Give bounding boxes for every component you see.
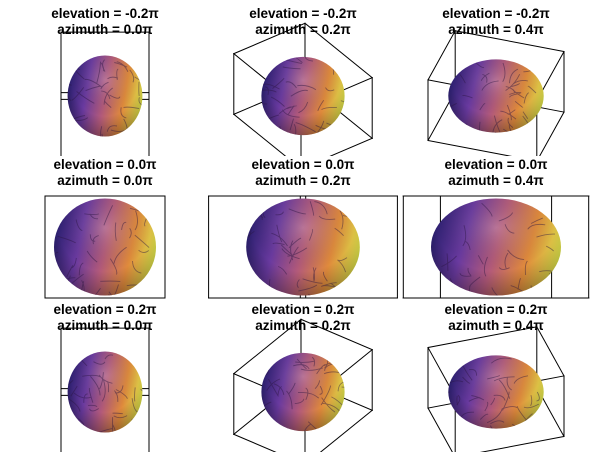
panel-1: elevation = -0.2π azimuth = 0.0π: [5, 6, 205, 156]
brain-view-plot: [203, 302, 403, 452]
panel-4: elevation = 0.0π azimuth = 0.0π: [5, 157, 205, 307]
panel-9: elevation = 0.2π azimuth = 0.4π: [396, 302, 596, 452]
panel-5: elevation = 0.0π azimuth = 0.2π: [203, 157, 403, 307]
brain-surface: [426, 199, 577, 307]
panel-2: elevation = -0.2π azimuth = 0.2π: [203, 6, 403, 156]
brain-surface: [441, 59, 543, 148]
brain-view-plot: [203, 157, 403, 307]
brain-surface: [59, 352, 154, 447]
brain-surface: [259, 353, 354, 436]
panel-3: elevation = -0.2π azimuth = 0.4π: [396, 6, 596, 156]
brain-surface: [242, 199, 368, 300]
brain-view-plot: [5, 302, 205, 452]
brain-view-plot: [396, 6, 596, 156]
brain-surface: [441, 355, 553, 438]
brain-view-plot: [5, 157, 205, 307]
brain-view-plot: [203, 6, 403, 156]
panel-6: elevation = 0.0π azimuth = 0.4π: [396, 157, 596, 307]
panel-8: elevation = 0.2π azimuth = 0.2π: [203, 302, 403, 452]
brain-view-plot: [396, 157, 596, 307]
panel-7: elevation = 0.2π azimuth = 0.0π: [5, 302, 205, 452]
brain-surface: [57, 56, 142, 154]
brain-view-plot: [396, 302, 596, 452]
brain-surface: [52, 199, 164, 308]
brain-view-plot: [5, 6, 205, 156]
